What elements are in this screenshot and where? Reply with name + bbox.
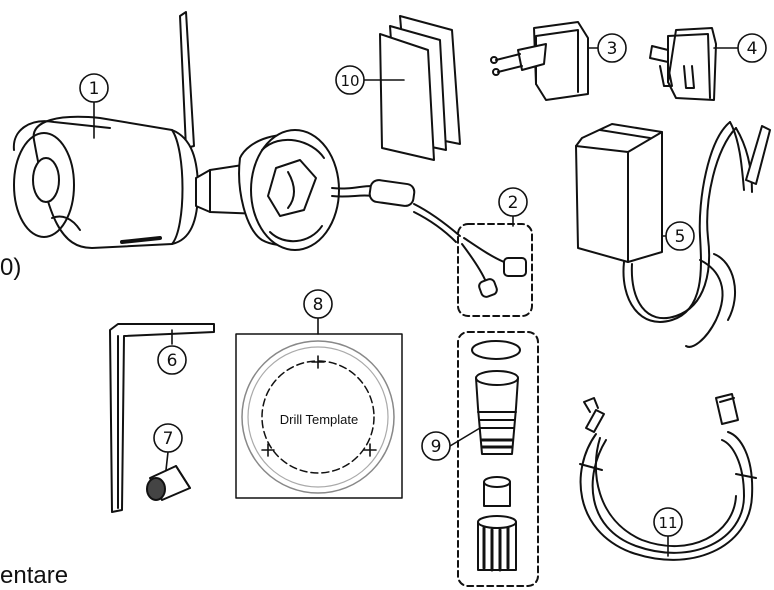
svg-text:9: 9 <box>431 437 442 457</box>
hex-key <box>109 323 215 513</box>
cable-connectors <box>457 223 533 317</box>
drill-template-sheet <box>235 333 403 499</box>
drill-template: Drill Template <box>235 333 403 499</box>
callout-2: 2 <box>498 187 528 217</box>
network-cable <box>579 393 757 561</box>
leader-lines <box>93 47 739 557</box>
threaded-sleeve <box>475 377 519 455</box>
drill-template-label: Drill Template <box>280 412 359 427</box>
waterproof-cap-kit <box>457 331 539 587</box>
cropped-text-left: 0) <box>0 254 22 281</box>
bullet-camera <box>12 11 340 251</box>
callout-3: 3 <box>597 33 627 63</box>
camera-antenna <box>179 11 195 149</box>
callout-7: 7 <box>153 423 183 453</box>
dc-plug <box>745 125 771 185</box>
svg-text:7: 7 <box>163 429 174 449</box>
uk-plug-adapter <box>649 27 717 101</box>
connectors-dashed-box <box>457 223 533 317</box>
camera-lens-housing <box>13 132 75 238</box>
wall-anchor <box>146 465 191 501</box>
cap-kit-dashed-box <box>457 331 539 587</box>
power-adapter <box>575 121 771 348</box>
callout-4: 4 <box>737 33 767 63</box>
svg-text:10: 10 <box>340 72 359 90</box>
svg-text:4: 4 <box>747 39 758 59</box>
callout-5: 5 <box>665 221 695 251</box>
camera-lens <box>32 157 60 203</box>
callout-10: 10 <box>335 65 365 95</box>
callout-9: 9 <box>421 431 451 461</box>
svg-text:3: 3 <box>607 39 618 59</box>
callout-11: 11 <box>653 507 683 537</box>
cropped-text-bottom: entare <box>0 562 69 589</box>
camera-mount-base <box>250 129 340 251</box>
callout-1: 1 <box>79 73 109 103</box>
callout-8: 8 <box>303 289 333 319</box>
drill-template-outer-ring <box>241 340 395 494</box>
callout-6: 6 <box>157 345 187 375</box>
svg-text:5: 5 <box>675 227 686 247</box>
svg-text:6: 6 <box>167 351 178 371</box>
quick-guide-booklet <box>379 15 461 161</box>
eu-plug-adapter <box>490 21 589 101</box>
svg-text:8: 8 <box>313 295 324 315</box>
camera-cable <box>331 179 461 243</box>
svg-text:11: 11 <box>658 514 677 532</box>
rubber-o-ring <box>471 340 521 360</box>
svg-text:1: 1 <box>89 79 100 99</box>
svg-text:2: 2 <box>508 193 519 213</box>
drill-template-inner-ring <box>247 346 389 488</box>
